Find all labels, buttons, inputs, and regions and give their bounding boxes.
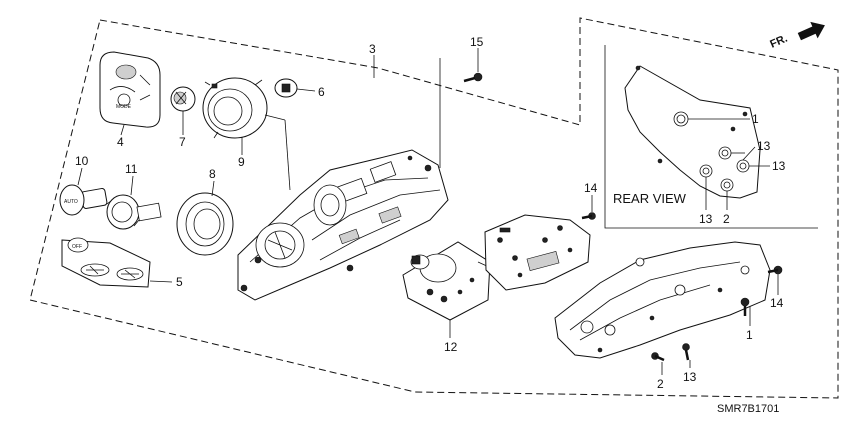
off-label: OFF: [72, 244, 82, 250]
front-direction-arrow: [797, 21, 825, 41]
callout-7: 7: [179, 135, 186, 149]
callout-14-upper: 14: [584, 181, 598, 195]
rear-view-label: REAR VIEW: [613, 191, 687, 206]
rear-cover: [554, 241, 771, 359]
callout-13-lower: 13: [683, 370, 697, 384]
callout-13-rear-a: 13: [757, 139, 771, 153]
screw-14-upper: [581, 212, 596, 220]
knob-ring: [176, 192, 234, 256]
callout-13-rear-b: 13: [772, 159, 786, 173]
rear-view-housing: [624, 65, 761, 199]
screw-2-lower: [651, 352, 665, 362]
auto-label: AUTO: [64, 199, 78, 205]
rotary-knob: [106, 194, 162, 230]
mode-label: MODE: [116, 104, 132, 110]
selector-ring: [202, 77, 268, 139]
mode-knob-panel: MODE: [99, 51, 161, 128]
callout-8: 8: [209, 167, 216, 181]
callout-2-rear: 2: [723, 212, 730, 226]
callout-1-lower: 1: [746, 328, 753, 342]
rear-view-inset: [604, 45, 818, 229]
auto-button: AUTO: [59, 184, 108, 216]
callout-15: 15: [470, 35, 484, 49]
callout-5: 5: [176, 275, 183, 289]
part-code: SMR7B1701: [717, 403, 779, 415]
callout-3: 3: [369, 42, 376, 56]
assembly-boundary: [29, 17, 839, 399]
callout-14-lower: 14: [770, 296, 784, 310]
screw-15: [463, 72, 483, 83]
button-cap: [274, 78, 298, 98]
small-knob: [170, 86, 196, 112]
callout-11: 11: [125, 162, 138, 176]
screw-1-lower: [740, 297, 750, 316]
callout-13-rear-c: 13: [699, 212, 713, 226]
callout-9: 9: [238, 155, 245, 169]
callout-12: 12: [444, 340, 458, 354]
callout-1-rear: 1: [752, 112, 759, 126]
switch-circuit-board: [402, 241, 521, 321]
screw-13-lower: [682, 343, 690, 361]
button-set: OFF: [61, 237, 151, 288]
display-circuit-board: [484, 214, 591, 291]
callout-2-lower: 2: [657, 377, 664, 391]
callout-10: 10: [75, 154, 89, 168]
front-direction-label: FR.: [768, 33, 789, 51]
control-panel-housing: [237, 149, 449, 301]
callout-6: 6: [318, 85, 325, 99]
callout-4: 4: [117, 135, 124, 149]
